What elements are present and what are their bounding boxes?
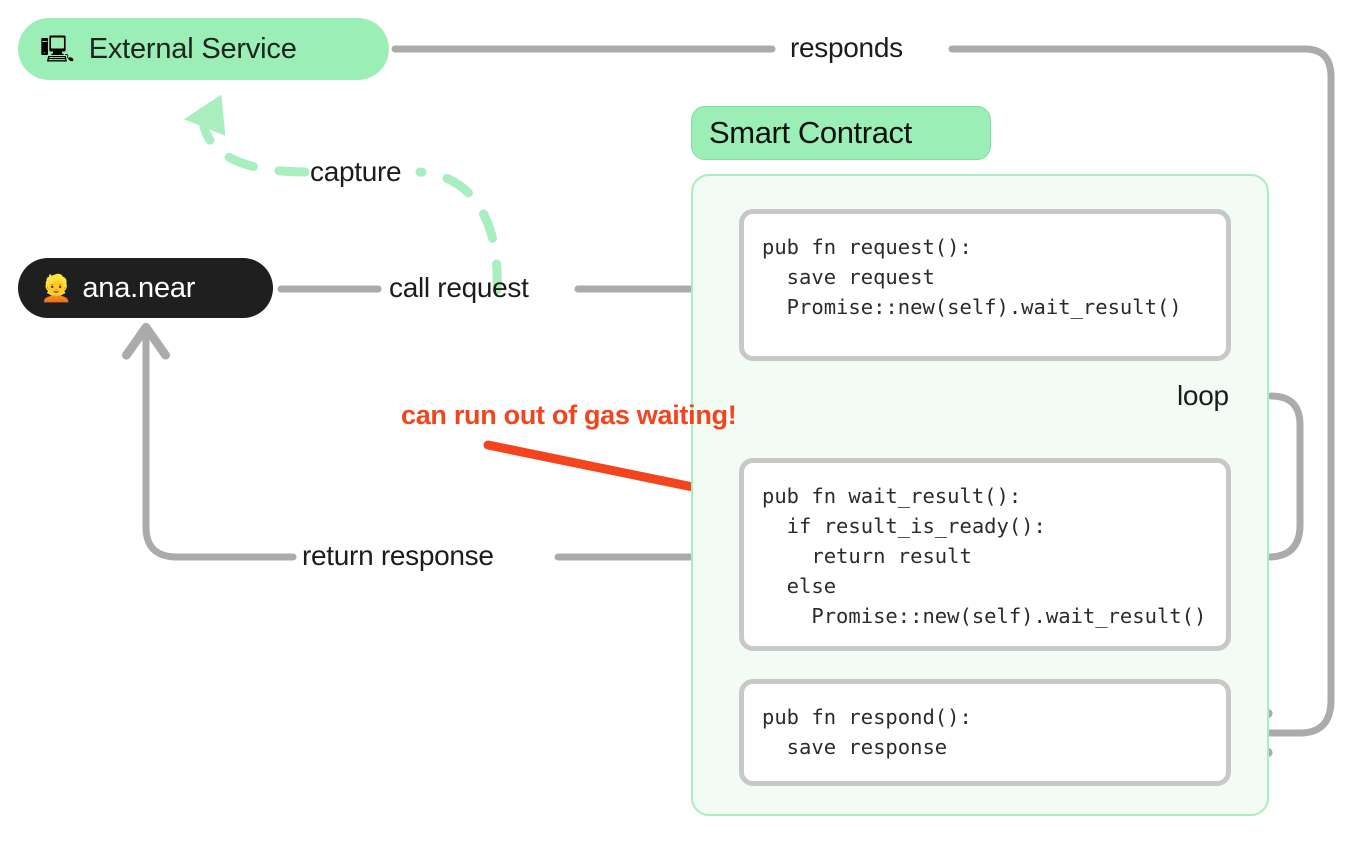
node-user-label: ana.near (82, 271, 196, 304)
warning-annotation: can run out of gas waiting! (401, 400, 737, 430)
node-smart-contract-label: Smart Contract (709, 115, 912, 150)
node-external-service[interactable]: 🖳 External Service (18, 18, 389, 80)
server-icon: 🖳 (40, 34, 75, 64)
node-user-ana-near[interactable]: 👱 ana.near (18, 258, 273, 318)
edge-label-responds: responds (790, 32, 903, 63)
edge-responds-line-right (948, 45, 1335, 733)
edge-label-return-response: return response (302, 540, 494, 571)
code-block-respond: pub fn respond(): save response (739, 679, 1231, 786)
edge-label-capture: capture (310, 156, 402, 187)
edge-return-response-left (146, 330, 297, 561)
warning-arrow (483, 440, 727, 494)
edge-label-call-request: call request (389, 272, 529, 303)
node-external-service-label: External Service (88, 32, 297, 65)
node-smart-contract-title[interactable]: Smart Contract (691, 106, 991, 160)
edge-loop-tail (1228, 392, 1304, 561)
person-icon: 👱 (40, 273, 73, 303)
edge-capture-curve-2 (183, 94, 310, 177)
code-block-wait-result: pub fn wait_result(): if result_is_ready… (739, 458, 1231, 651)
code-block-request: pub fn request(): save request Promise::… (739, 209, 1231, 361)
edge-capture-curve (415, 167, 502, 295)
edge-label-loop: loop (1177, 380, 1229, 411)
